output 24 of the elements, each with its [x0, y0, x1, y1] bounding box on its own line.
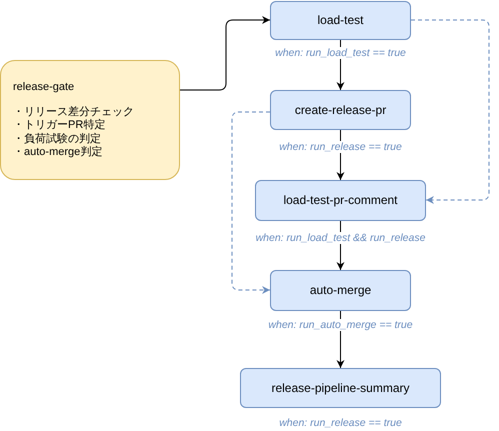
job-label: load-test — [317, 13, 364, 28]
condition-label: when: run_load_test == true — [273, 47, 408, 59]
job-box — [270, 1, 411, 40]
arrow — [180, 16, 270, 90]
job-box — [270, 270, 411, 311]
job-box — [270, 90, 411, 130]
check-list-item: ・リリース差分チェック — [13, 106, 134, 118]
dashed-arrow — [410, 20, 490, 204]
check-list-item: ・auto-merge判定 — [13, 146, 102, 160]
job-label: load-test-pr-comment — [283, 193, 398, 208]
job-box — [255, 180, 426, 221]
job-box — [240, 368, 441, 408]
job-label: release-pipeline-summary — [271, 380, 410, 396]
job-label: create-release-pr — [294, 102, 386, 118]
job-label: auto-merge — [310, 283, 372, 298]
check-list-item: ・負荷試験の判定 — [13, 132, 101, 146]
gate-title: release-gate — [13, 80, 74, 94]
condition-label: when: run_release == true — [277, 417, 404, 429]
condition-label: when: run_load_test && run_release — [254, 232, 428, 244]
check-list-item: ・トリガーPR特定 — [13, 119, 106, 132]
condition-label: when: run_release == true — [277, 141, 404, 153]
gate-box — [0, 60, 180, 180]
condition-label: when: run_auto_merge == true — [266, 319, 415, 331]
dashed-arrow — [232, 112, 270, 294]
